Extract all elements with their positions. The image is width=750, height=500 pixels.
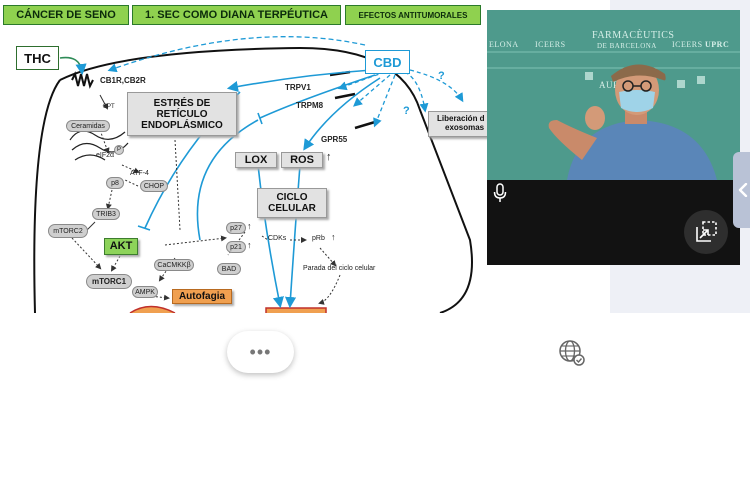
trpm8-label: TRPM8 xyxy=(296,101,324,110)
slide-title-efectos: EFECTOS ANTITUMORALES xyxy=(345,5,481,25)
thc-label: THC xyxy=(16,46,59,70)
cbd-label: CBD xyxy=(365,50,410,74)
spt-label: SPT xyxy=(103,104,115,110)
p8-pill: p8 xyxy=(106,177,124,189)
ceramidas-pill: Ceramidas xyxy=(66,120,110,132)
gpr55-label: GPR55 xyxy=(321,135,348,144)
prb-up-arrow: ↑ xyxy=(331,232,336,242)
cdks-label: CDKs xyxy=(268,235,287,242)
more-options-button[interactable]: ••• xyxy=(227,331,294,373)
er-stress-box: ESTRÉS DE RETÍCULO ENDOPLÁSMICO xyxy=(127,92,237,136)
parada-label: Parada del ciclo celular xyxy=(303,265,376,272)
picture-in-picture-button[interactable] xyxy=(684,210,728,254)
wall-logo-text: AURO xyxy=(599,80,627,90)
microphone-icon xyxy=(493,183,507,202)
globe-translate-icon xyxy=(559,340,585,366)
receptor-coil xyxy=(71,71,94,89)
receptor-label: CB1R,CB2R xyxy=(100,76,146,85)
lox-box: LOX xyxy=(235,152,277,168)
wall-logo-text: UPRC xyxy=(705,40,730,49)
p27-pill: p27 xyxy=(226,222,246,234)
p27-up-arrow: ↑ xyxy=(247,221,252,231)
microphone-button[interactable] xyxy=(491,182,509,204)
wall-logo-text: ICEERS xyxy=(672,40,703,49)
translate-button[interactable] xyxy=(556,337,588,369)
video-call-panel[interactable]: FARMACÈUTICS DE BARCELONA ICEERS UPRC IC… xyxy=(487,10,740,265)
cell-membrane xyxy=(59,46,473,313)
chevron-left-icon xyxy=(738,183,748,197)
akt-box: AKT xyxy=(104,238,138,255)
ampk-pill: AMPK xyxy=(132,286,158,298)
question-mark: ? xyxy=(403,105,410,117)
slide-title-cancer: CÁNCER DE SENO xyxy=(3,5,129,25)
trpv1-label: TRPV1 xyxy=(285,83,311,92)
chop-pill: CHOP xyxy=(140,180,168,192)
cell-cycle-box: CICLO CELULAR xyxy=(257,188,327,218)
side-panel-toggle[interactable] xyxy=(733,152,750,228)
ros-box: ROS xyxy=(281,152,323,168)
camkk-pill: CaCMKKβ xyxy=(154,259,194,271)
exosome-box: Liberación d exosomas xyxy=(428,111,498,137)
trib3-pill: TRIB3 xyxy=(92,208,120,220)
speaker-person xyxy=(548,64,717,180)
eif2a-label: eIF2α xyxy=(96,152,115,159)
video-feed: FARMACÈUTICS DE BARCELONA ICEERS UPRC IC… xyxy=(487,10,740,180)
phospho-p: P xyxy=(114,145,124,155)
slide-title-sec: 1. SEC COMO DIANA TERPÉUTICA xyxy=(132,5,341,25)
nucleus-shape xyxy=(129,305,176,313)
question-mark: ? xyxy=(438,70,445,82)
pathway-diagram xyxy=(33,36,473,313)
p21-up-arrow: ↑ xyxy=(247,240,252,250)
mtorc2-pill: mTORC2 xyxy=(48,224,88,238)
mtorc1-pill: mTORC1 xyxy=(86,274,132,289)
wall-logo-text: ELONA xyxy=(489,40,519,49)
wall-logo-text: FARMACÈUTICS xyxy=(592,30,675,41)
ros-up-arrow: ↑ xyxy=(326,151,332,163)
prb-label: pRb xyxy=(312,235,325,242)
autofagia-box: Autofagia xyxy=(172,289,232,304)
wall-logo-text: DE BARCELONA xyxy=(597,42,657,50)
bad-pill: BAD xyxy=(217,263,241,275)
more-dots-icon: ••• xyxy=(249,342,272,362)
wall-logo-text: ICEERS xyxy=(535,40,566,49)
picture-in-picture-icon xyxy=(696,221,717,242)
atf4-label: ATF-4 xyxy=(130,170,149,177)
p21-pill: p21 xyxy=(226,241,246,253)
